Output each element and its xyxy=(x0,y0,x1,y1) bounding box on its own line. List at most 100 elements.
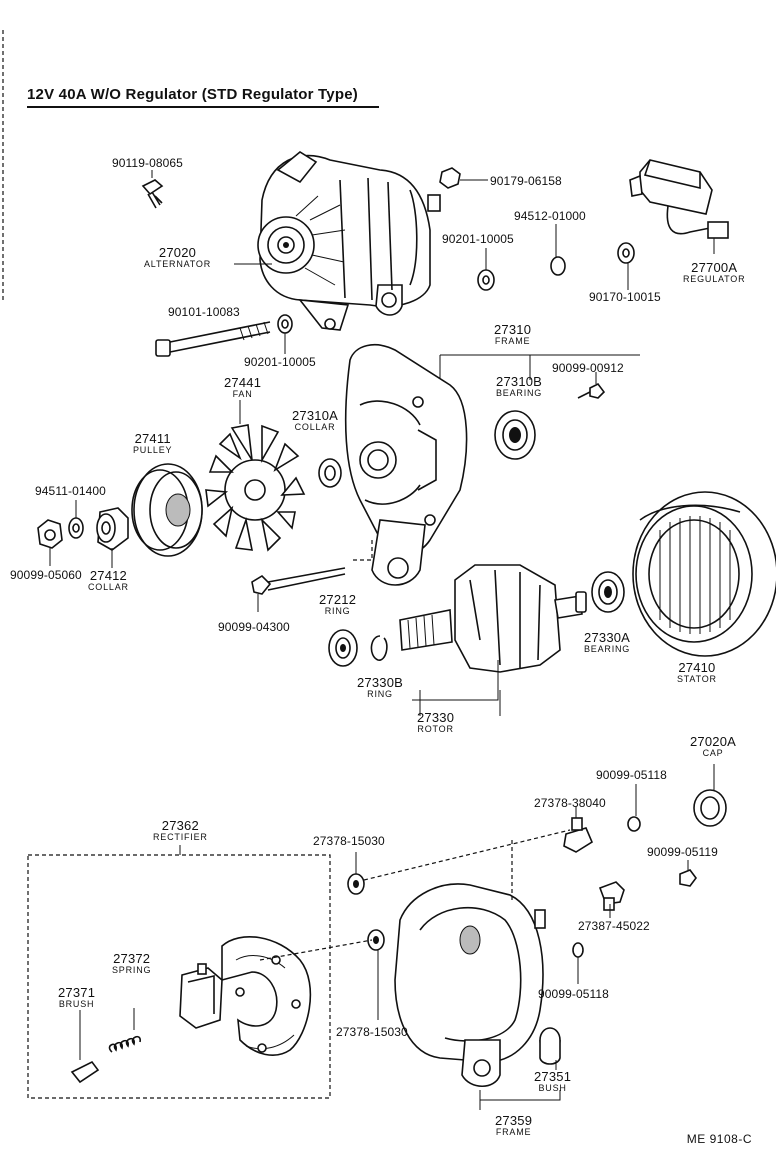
label-alternator: 27020 ALTERNATOR xyxy=(144,246,211,269)
label-pulley: 27411 PULLEY xyxy=(133,432,172,455)
regulator-number: 27700A xyxy=(691,260,738,275)
callout-27378-15030-second: 27378-15030 xyxy=(336,1025,408,1039)
ring-27330b-number: 27330B xyxy=(357,675,404,690)
terminal-27387-45022-drawing xyxy=(598,881,625,918)
screw-90099-05118-drawing xyxy=(627,784,641,832)
regulator-drawing xyxy=(629,159,729,254)
washer-90201-10005-drawing xyxy=(477,248,495,291)
front-bearing-number: 27310B xyxy=(496,374,543,389)
rear-bearing-drawing xyxy=(591,571,625,613)
nut-90179-06158-drawing xyxy=(439,167,488,189)
callout-90201-10005-second: 90201-10005 xyxy=(244,355,316,369)
page-title: 12V 40A W/O Regulator (STD Regulator Typ… xyxy=(27,86,358,103)
label-brush: 27371 BRUSH xyxy=(58,986,95,1009)
callout-90201-10005: 90201-10005 xyxy=(442,232,514,246)
rectifier-group-box xyxy=(27,854,331,1099)
rotor-drawing xyxy=(399,564,587,673)
terminal-27378-38040-drawing xyxy=(563,806,594,853)
stator-name: STATOR xyxy=(677,674,717,684)
label-rectifier: 27362 RECTIFIER xyxy=(153,819,208,842)
callout-90119-08065: 90119-08065 xyxy=(112,156,183,170)
collar-27310a-drawing xyxy=(318,458,342,488)
rotor-number: 27330 xyxy=(417,710,455,725)
leader-lines-upper xyxy=(234,263,640,716)
rectifier-drawing xyxy=(179,936,312,1056)
label-rear-frame: 27359 FRAME xyxy=(495,1114,532,1137)
collar-27412-drawing xyxy=(96,507,129,568)
callout-90101-10083: 90101-10083 xyxy=(168,305,240,319)
bolt-90101-10083-drawing xyxy=(155,321,271,357)
rear-frame-name: FRAME xyxy=(495,1127,532,1137)
label-stator: 27410 STATOR xyxy=(677,661,717,684)
washer-94512-01000-drawing xyxy=(550,224,566,276)
bolt-90099-04300-drawing xyxy=(251,567,346,612)
nut-90170-10015-drawing xyxy=(617,242,635,290)
insulator-27378-15030b-drawing xyxy=(367,929,385,1020)
spring-name: SPRING xyxy=(112,965,152,975)
fan-number: 27441 xyxy=(224,375,262,390)
label-fan: 27441 FAN xyxy=(224,376,261,399)
callout-90099-05118-second: 90099-05118 xyxy=(538,987,609,1001)
cap-drawing xyxy=(693,764,727,827)
front-frame-name: FRAME xyxy=(494,336,531,346)
label-ring-27330b: 27330B RING xyxy=(357,676,403,699)
collar-27412-number: 27412 xyxy=(89,568,127,583)
callout-90170-10015: 90170-10015 xyxy=(589,290,661,304)
alternator-assembly-drawing xyxy=(257,151,441,331)
cap-number: 27020A xyxy=(690,734,737,749)
callout-27378-15030: 27378-15030 xyxy=(313,834,385,848)
pulley-name: PULLEY xyxy=(133,445,173,455)
label-front-bearing: 27310B BEARING xyxy=(496,375,542,398)
label-ring-27212: 27212 RING xyxy=(319,593,356,616)
rectifier-number: 27362 xyxy=(161,818,199,833)
title-underline xyxy=(27,106,379,108)
callout-90099-05118: 90099-05118 xyxy=(596,768,667,782)
bush-name: BUSH xyxy=(538,1083,567,1093)
brush-name: BRUSH xyxy=(58,999,95,1009)
rear-frame-drawing xyxy=(394,883,561,1110)
pulley-drawing xyxy=(131,463,203,557)
front-bearing-name: BEARING xyxy=(496,388,543,398)
bush-drawing xyxy=(539,1027,561,1070)
ring-27330b-drawing xyxy=(370,635,388,661)
ring-27330b-name: RING xyxy=(367,689,393,699)
regulator-name: REGULATOR xyxy=(683,274,746,284)
callout-90099-05119: 90099-05119 xyxy=(647,845,718,859)
label-collar-27310a: 27310A COLLAR xyxy=(292,409,338,432)
front-frame-number: 27310 xyxy=(494,322,532,337)
collar-27310a-name: COLLAR xyxy=(294,422,336,432)
rectifier-name: RECTIFIER xyxy=(153,832,208,842)
ring-27212-drawing xyxy=(328,629,358,667)
callout-27378-38040: 27378-38040 xyxy=(534,796,606,810)
ring-27212-name: RING xyxy=(324,606,351,616)
callout-90099-00912: 90099-00912 xyxy=(552,361,624,375)
callout-94511-01400: 94511-01400 xyxy=(35,484,106,498)
cap-name: CAP xyxy=(702,748,724,758)
fan-name: FAN xyxy=(232,389,253,399)
front-bearing-drawing xyxy=(494,410,536,460)
bolt-90119-08065-drawing xyxy=(141,170,164,209)
stator-number: 27410 xyxy=(678,660,716,675)
alternator-number: 27020 xyxy=(158,245,197,260)
spring-drawing xyxy=(108,1008,141,1053)
screw-90099-00912-drawing xyxy=(577,372,606,399)
fan-drawing xyxy=(205,400,306,552)
label-collar-27412: 27412 COLLAR xyxy=(88,569,129,592)
spring-number: 27372 xyxy=(113,951,151,966)
washer-94511-01400-drawing xyxy=(68,500,84,539)
screw-90099-05118b-drawing xyxy=(572,942,584,984)
alternator-name: ALTERNATOR xyxy=(144,259,212,269)
insulator-27378-15030a-drawing xyxy=(347,852,365,895)
callout-90179-06158: 90179-06158 xyxy=(490,174,562,188)
pulley-number: 27411 xyxy=(134,431,171,446)
label-spring: 27372 SPRING xyxy=(112,952,151,975)
callout-94512-01000: 94512-01000 xyxy=(514,209,586,223)
label-cap: 27020A CAP xyxy=(690,735,736,758)
rotor-name: ROTOR xyxy=(417,724,454,734)
rear-bearing-number: 27330A xyxy=(584,630,631,645)
assembly-dash-lines xyxy=(259,829,571,961)
washer-90201-10005b-drawing xyxy=(277,314,293,354)
brush-number: 27371 xyxy=(58,985,96,1000)
